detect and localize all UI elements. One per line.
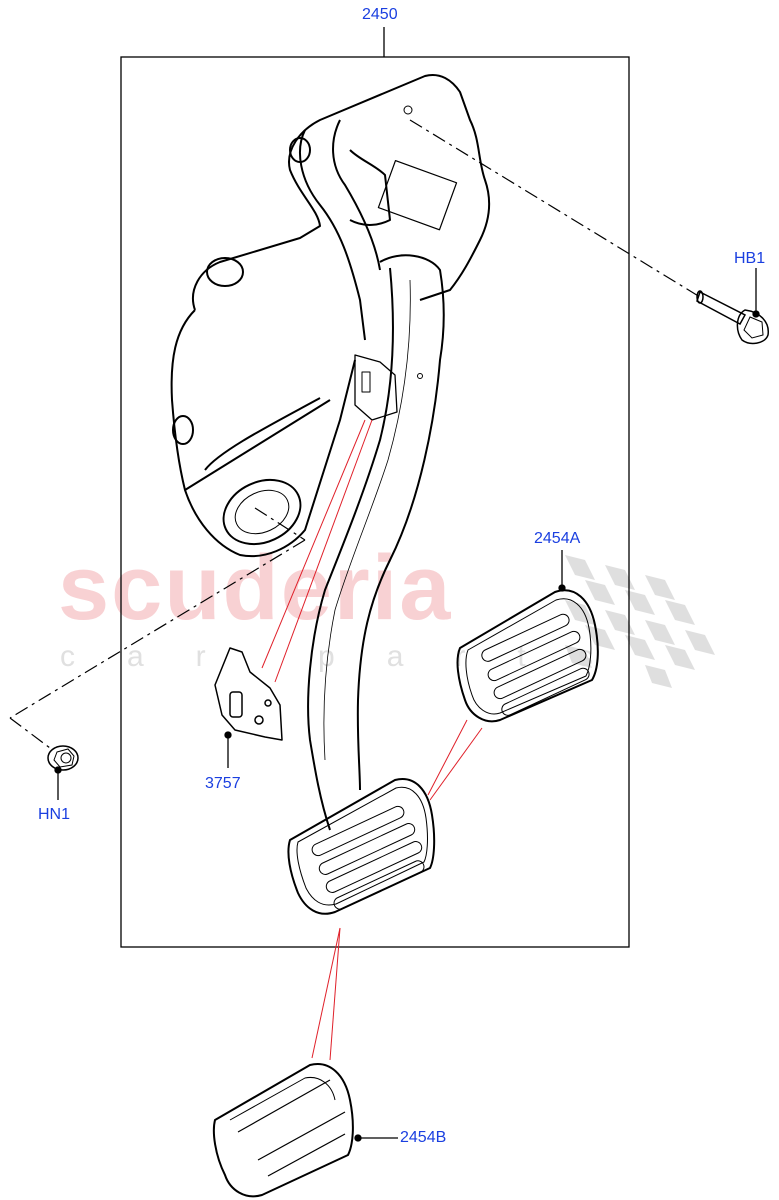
nut-hn1-drawing — [47, 745, 79, 771]
pedal-pad-on-arm-drawing — [287, 778, 436, 915]
bolt-hb1-drawing — [696, 290, 769, 345]
assembly-frame-box — [120, 56, 630, 948]
callout-leaders — [54, 268, 760, 1142]
callout-2454a[interactable]: 2454A — [534, 530, 581, 547]
pedal-pad-2454b-drawing — [212, 1063, 354, 1198]
callout-3757[interactable]: 3757 — [205, 775, 241, 792]
callout-2450[interactable]: 2450 — [362, 6, 398, 23]
pedal-arm-drawing — [307, 254, 445, 831]
fastener-axis-lines — [9, 119, 701, 749]
callout-2454b[interactable]: 2454B — [400, 1129, 447, 1146]
callout-hb1[interactable]: HB1 — [734, 250, 766, 267]
switch-bracket-3757-drawing — [214, 647, 283, 741]
watermark-logo-text: scuderia — [58, 537, 453, 639]
pedal-pad-2454a-drawing — [456, 589, 599, 723]
pedal-box-drawing — [170, 74, 491, 558]
red-leader-lines — [261, 419, 483, 1061]
checkered-flag-icon — [565, 555, 715, 688]
callout-hn1[interactable]: HN1 — [38, 806, 71, 823]
